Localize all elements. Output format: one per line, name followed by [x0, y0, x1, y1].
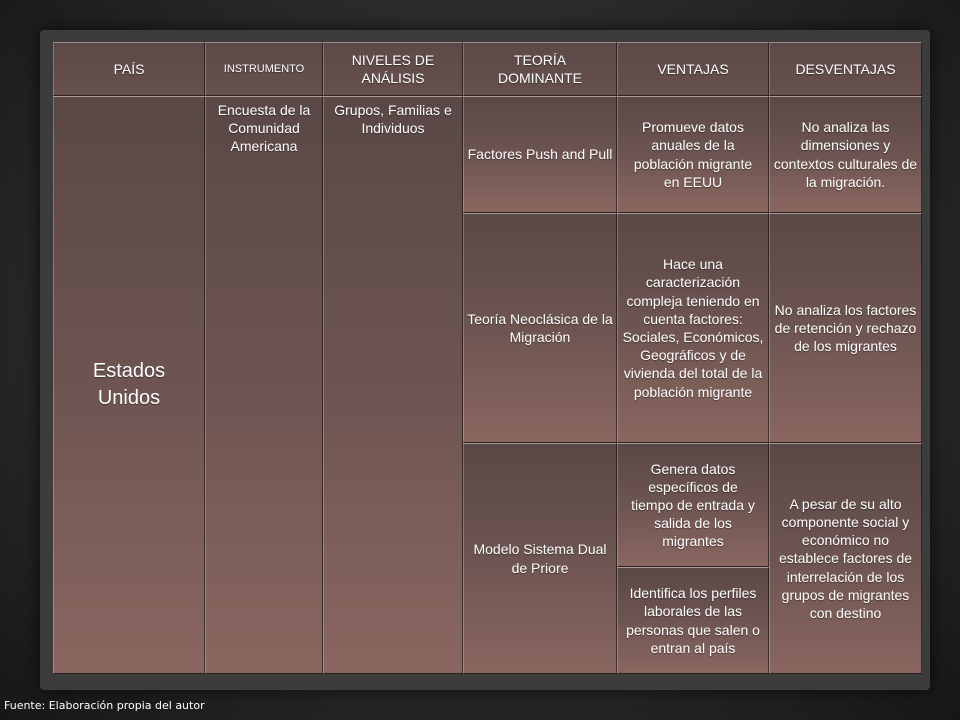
- disadvantage-cell-1: No analiza las dimensiones y contextos c…: [769, 96, 922, 213]
- disadvantage-cell-2: No analiza los factores de retención y r…: [769, 213, 922, 443]
- header-instrumento: INSTRUMENTO: [205, 42, 323, 96]
- analysis-levels-cell: Grupos, Familias e Individuos: [323, 96, 463, 674]
- header-niveles-de-analisis: NIVELES DE ANÁLISIS: [323, 42, 463, 96]
- header-ventajas: VENTAJAS: [617, 42, 769, 96]
- header-teoria-dominante: TEORÍA DOMINANTE: [463, 42, 617, 96]
- source-footnote: Fuente: Elaboración propia del autor: [4, 699, 205, 712]
- instrument-cell: Encuesta de la Comunidad Americana: [205, 96, 323, 674]
- country-cell: Estados Unidos: [53, 96, 205, 674]
- advantage-cell-3a: Genera datos específicos de tiempo de en…: [617, 443, 769, 567]
- advantage-cell-3b: Identifica los perfiles laborales de las…: [617, 567, 769, 674]
- header-pais: PAÍS: [53, 42, 205, 96]
- advantage-cell-2: Hace una caracterización compleja tenien…: [617, 213, 769, 443]
- disadvantage-cell-3: A pesar de su alto componente social y e…: [769, 443, 922, 674]
- advantage-cell-1: Promueve datos anuales de la población m…: [617, 96, 769, 213]
- header-desventajas: DESVENTAJAS: [769, 42, 922, 96]
- theory-cell-2: Teoría Neoclásica de la Migración: [463, 213, 617, 443]
- theory-cell-1: Factores Push and Pull: [463, 96, 617, 213]
- theory-cell-3: Modelo Sistema Dual de Priore: [463, 443, 617, 674]
